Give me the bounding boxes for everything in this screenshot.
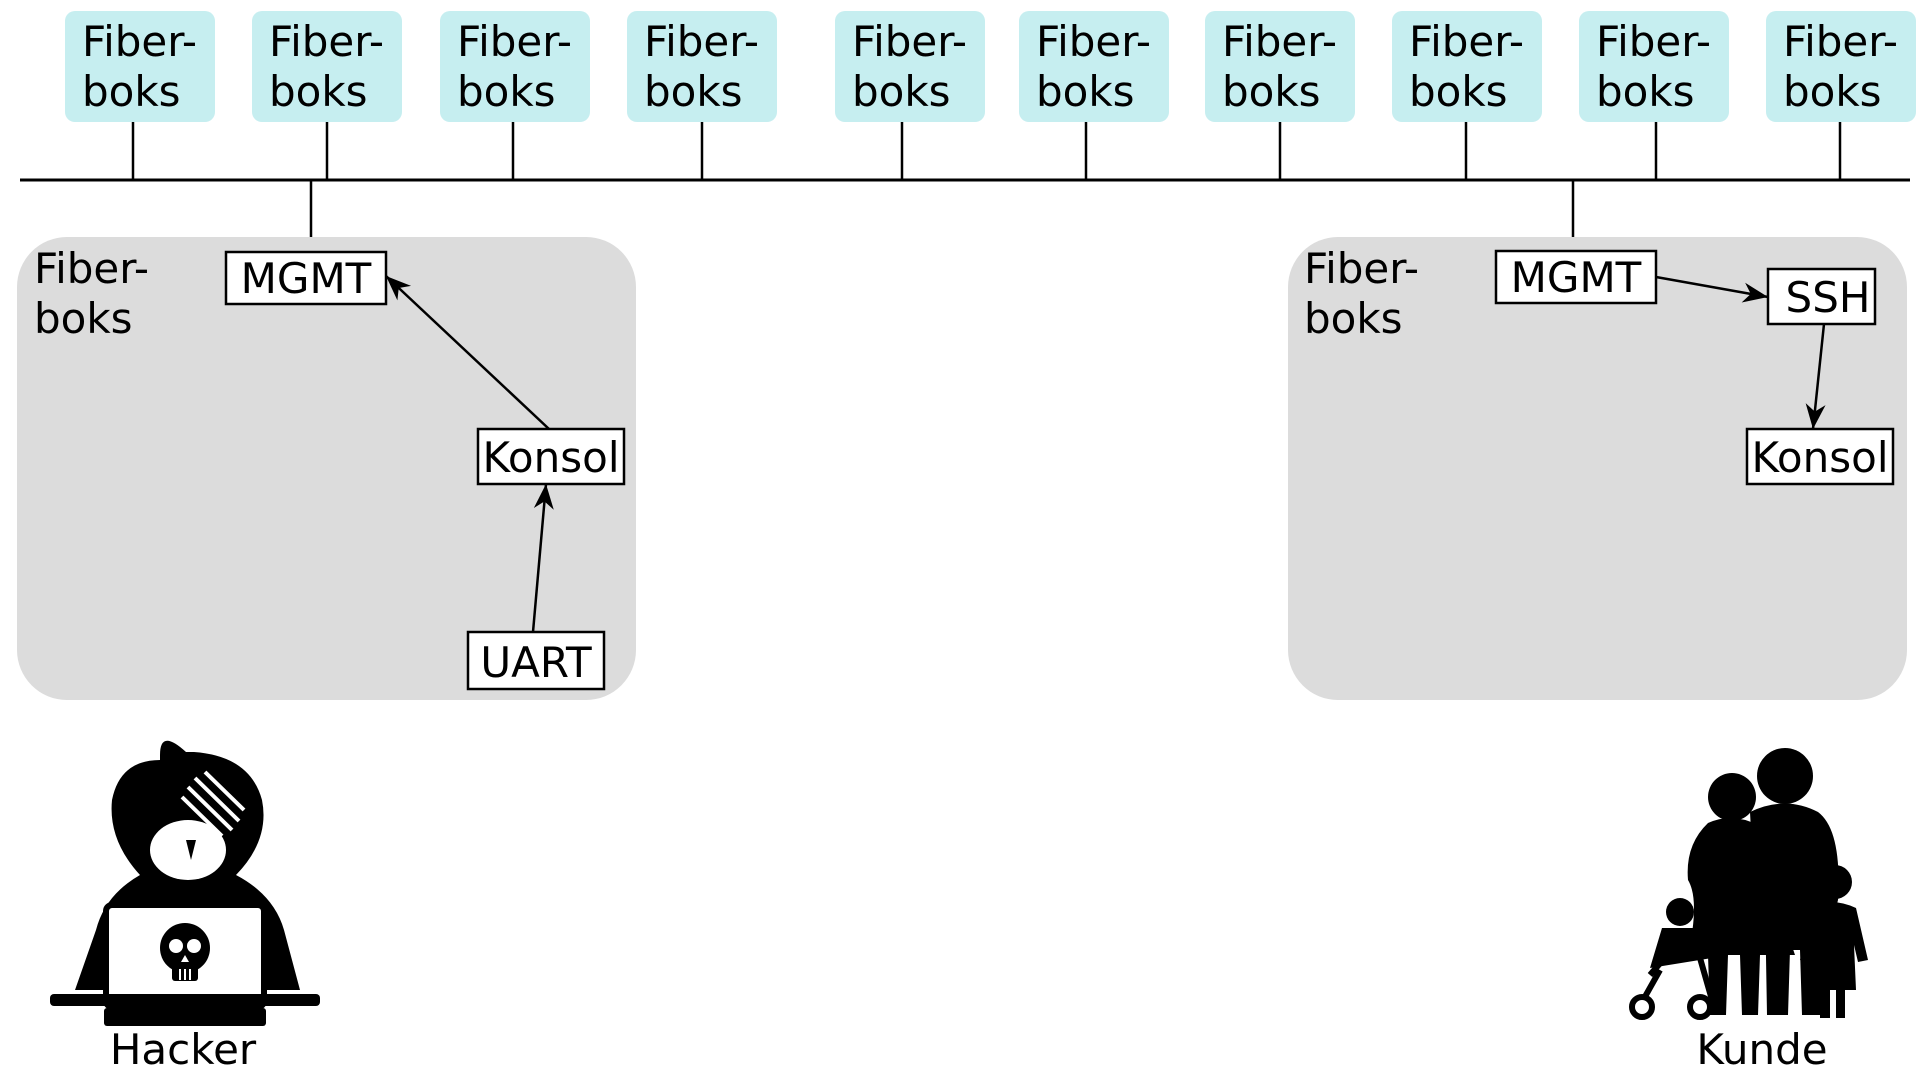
box-label-line1: Fiber- [1222, 17, 1337, 66]
box-label-line2: boks [1036, 67, 1135, 116]
left-group-title-line2: boks [34, 294, 133, 343]
box-label-line1: Fiber- [1783, 17, 1898, 66]
box-label-line1: Fiber- [269, 17, 384, 66]
top-fiber-box-7[interactable]: Fiber- boks [1205, 11, 1355, 180]
right-group-title-line1: Fiber- [1304, 244, 1419, 293]
left-uart-box[interactable]: UART [466, 630, 606, 691]
right-konsol-label: Konsol [1751, 433, 1888, 482]
right-mgmt-box[interactable]: MGMT [1494, 249, 1658, 305]
arrow-konsol-to-mgmt [385, 275, 550, 430]
box-bg [627, 11, 777, 122]
right-ssh-label: SSH [1786, 273, 1871, 322]
arrow-ssh-to-konsol [1805, 323, 1826, 430]
customer-label: Kunde [1696, 1025, 1827, 1074]
box-label-line1: Fiber- [457, 17, 572, 66]
box-label-line2: boks [1783, 67, 1882, 116]
box-label-line2: boks [852, 67, 951, 116]
box-label-line1: Fiber- [1409, 17, 1524, 66]
box-bg [65, 11, 215, 122]
left-mgmt-label: MGMT [241, 254, 372, 303]
box-label-line1: Fiber- [852, 17, 967, 66]
right-group-background [1288, 237, 1907, 700]
top-fiber-box-1[interactable]: Fiber- boks [65, 11, 215, 180]
top-fiber-box-4[interactable]: Fiber- boks [627, 11, 777, 180]
arrow-uart-to-konsol [531, 483, 554, 633]
right-konsol-box[interactable]: Konsol [1745, 427, 1895, 486]
box-bg [1766, 11, 1916, 122]
box-label-line1: Fiber- [1036, 17, 1151, 66]
box-bg [1579, 11, 1729, 122]
box-label-line2: boks [1222, 67, 1321, 116]
left-konsol-box[interactable]: Konsol [476, 427, 626, 486]
box-label-line2: boks [457, 67, 556, 116]
box-label-line2: boks [82, 67, 181, 116]
hacker-icon [50, 740, 320, 1026]
box-label-line2: boks [269, 67, 368, 116]
left-group-title-line1: Fiber- [34, 244, 149, 293]
top-fiber-box-6[interactable]: Fiber- boks [1019, 11, 1169, 180]
box-bg [252, 11, 402, 122]
box-label-line1: Fiber- [1596, 17, 1711, 66]
box-bg [1392, 11, 1542, 122]
arrow-mgmt-to-ssh [1655, 275, 1769, 303]
right-fiber-box-group: Fiber- boks MGMT SSH Konsol [1288, 180, 1907, 700]
left-uart-label: UART [480, 638, 592, 687]
right-ssh-box[interactable]: SSH [1766, 267, 1877, 326]
left-konsol-label: Konsol [482, 433, 619, 482]
top-fiber-box-3[interactable]: Fiber- boks [440, 11, 590, 180]
box-label-line2: boks [1596, 67, 1695, 116]
left-mgmt-box[interactable]: MGMT [224, 250, 388, 306]
box-label-line1: Fiber- [644, 17, 759, 66]
top-fiber-box-10[interactable]: Fiber- boks [1766, 11, 1916, 180]
box-bg [1019, 11, 1169, 122]
top-fiber-box-8[interactable]: Fiber- boks [1392, 11, 1542, 180]
top-fiber-box-5[interactable]: Fiber- boks [835, 11, 985, 180]
top-fiber-box-9[interactable]: Fiber- boks [1579, 11, 1729, 180]
left-group-background [17, 237, 636, 700]
hacker-label: Hacker [110, 1025, 257, 1074]
left-fiber-box-group: Fiber- boks MGMT Konsol UART [17, 180, 636, 700]
top-fiber-boxes: Fiber- boks Fiber- boks Fiber- boks Fibe… [65, 11, 1916, 180]
box-label-line1: Fiber- [82, 17, 197, 66]
family-icon [1629, 748, 1868, 1020]
right-mgmt-label: MGMT [1511, 253, 1642, 302]
box-label-line2: boks [644, 67, 743, 116]
right-group-title-line2: boks [1304, 294, 1403, 343]
box-label-line2: boks [1409, 67, 1508, 116]
box-bg [440, 11, 590, 122]
box-bg [1205, 11, 1355, 122]
top-fiber-box-2[interactable]: Fiber- boks [252, 11, 402, 180]
box-bg [835, 11, 985, 122]
